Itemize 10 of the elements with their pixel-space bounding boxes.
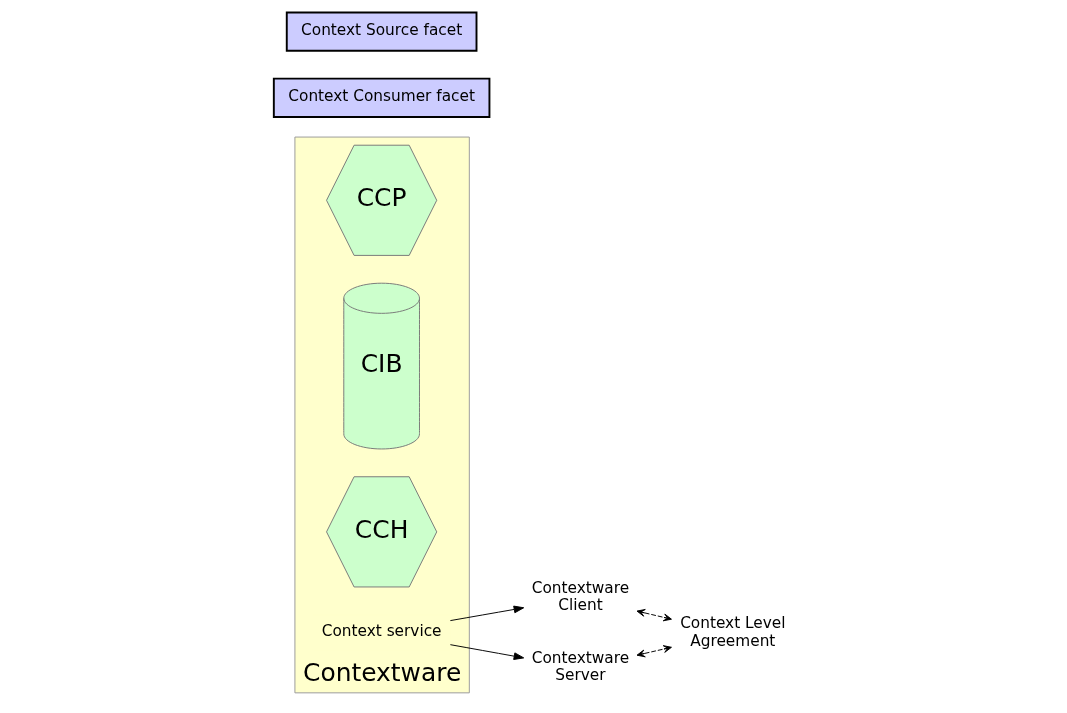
node-text: Contextware Client — [531, 579, 629, 615]
arrow — [449, 644, 524, 660]
node-box: Context Source facet — [285, 11, 477, 52]
node-box: Context Consumer facet — [272, 77, 490, 118]
arrow — [636, 609, 672, 622]
node-text: Context Level Agreement — [679, 614, 786, 650]
arrow — [449, 605, 524, 622]
arrow — [636, 645, 672, 658]
node-text: Contextware Server — [531, 648, 629, 685]
node-text: Context service — [321, 622, 442, 641]
